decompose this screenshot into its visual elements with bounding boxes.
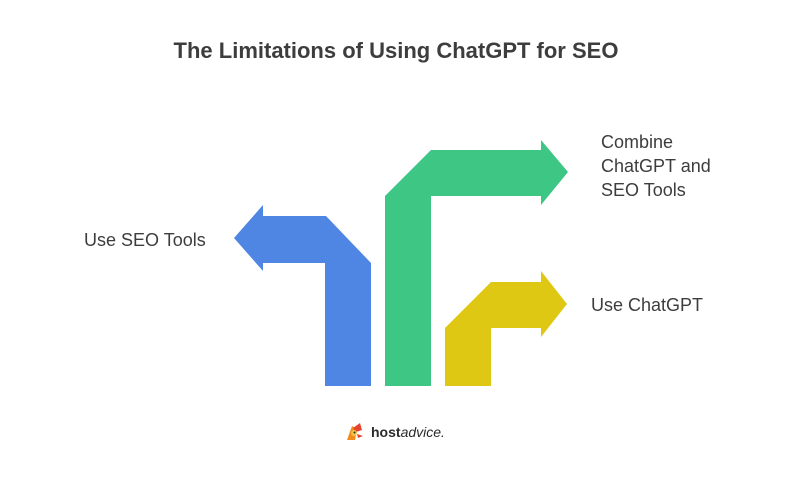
brand-name-bold: host	[371, 424, 401, 440]
label-combine-chatgpt-seo-tools: Combine ChatGPT and SEO Tools	[601, 132, 711, 200]
arrow-use-chatgpt-head	[445, 271, 567, 337]
arrow-use-chatgpt	[445, 271, 567, 386]
arrow-use-seo-tools-stem	[325, 263, 371, 386]
arrow-combine	[385, 140, 568, 386]
arrow-combine-stem	[385, 196, 431, 386]
arrow-use-chatgpt-stem	[445, 328, 491, 386]
label-use-chatgpt: Use ChatGPT	[591, 295, 704, 315]
arrow-use-seo-tools	[234, 205, 371, 386]
page-title: The Limitations of Using ChatGPT for SEO	[173, 38, 619, 63]
brand-name-italic: advice.	[400, 424, 445, 440]
label-use-seo-tools: Use SEO Tools	[84, 230, 206, 250]
brand-name: hostadvice.	[371, 424, 445, 440]
arrow-use-seo-tools-head	[234, 205, 371, 271]
hostadvice-logo-icon	[347, 423, 363, 440]
arrow-combine-head	[385, 140, 568, 205]
brand-logo: hostadvice.	[343, 418, 445, 446]
